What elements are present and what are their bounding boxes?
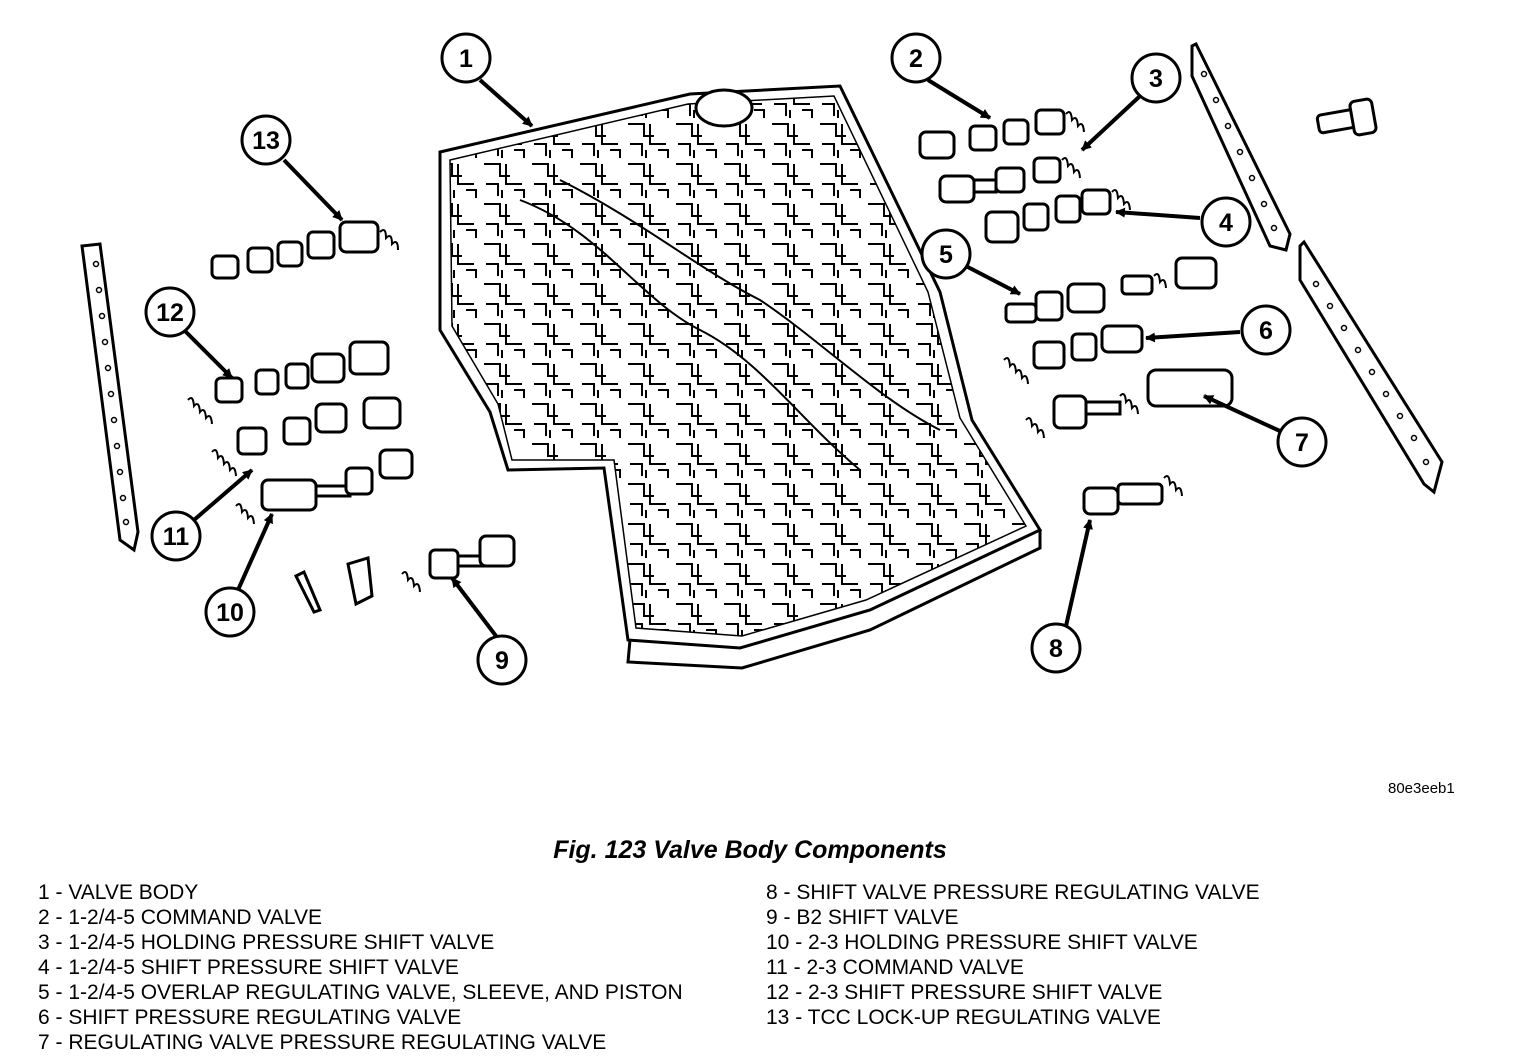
lower-right-separator-strip [1298,239,1444,495]
valve-7 [1025,368,1234,439]
svg-text:8: 8 [1049,635,1063,663]
svg-text:7: 7 [1295,429,1309,457]
legend-item: 8 - SHIFT VALVE PRESSURE REGULATING VALV… [766,881,1260,904]
legend-item: 2 - 1-2/4-5 COMMAND VALVE [38,906,322,929]
valve-2 [918,108,1085,160]
legend-item: 4 - 1-2/4-5 SHIFT PRESSURE SHIFT VALVE [38,956,459,979]
callout-9: 9 [476,634,528,686]
callout-7: 7 [1276,416,1328,468]
figure-caption: Fig. 123 Valve Body Components [553,836,947,864]
callout-10: 10 [204,586,256,638]
valve-10 [235,448,414,525]
svg-text:9: 9 [495,647,509,675]
svg-text:1: 1 [459,45,473,73]
legend-item: 11 - 2-3 COMMAND VALVE [766,956,1024,979]
valve-13 [210,220,399,280]
callout-5: 5 [920,228,972,280]
callout-6: 6 [1240,304,1292,356]
callout-11: 11 [150,510,202,562]
legend-item: 9 - B2 SHIFT VALVE [766,906,959,929]
svg-text:5: 5 [939,241,953,269]
svg-text:10: 10 [216,599,244,627]
legend-item: 1 - VALVE BODY [38,881,199,904]
valve-5-assembly [1004,256,1218,324]
svg-text:4: 4 [1219,209,1233,237]
left-separator-strip [80,242,140,553]
valve-9 [401,534,516,593]
legend-item: 10 - 2-3 HOLDING PRESSURE SHIFT VALVE [766,931,1198,954]
legend-left-column: 1 - VALVE BODY 2 - 1-2/4-5 COMMAND VALVE… [38,880,683,1055]
upper-right-separator-strip [1190,41,1292,252]
valve-body-exploded-diagram: 1 2 3 4 5 6 7 8 [80,32,1444,686]
callout-4: 4 [1200,196,1252,248]
image-code: 80e3eeb1 [1388,780,1455,797]
callout-1: 1 [440,32,492,84]
callout-3: 3 [1130,52,1182,104]
retaining-bolt [1315,97,1378,137]
legend-right-column: 8 - SHIFT VALVE PRESSURE REGULATING VALV… [766,880,1260,1030]
valve-3 [938,156,1081,204]
legend-item: 3 - 1-2/4-5 HOLDING PRESSURE SHIFT VALVE [38,931,495,954]
svg-text:2: 2 [909,45,923,73]
valve-12 [187,340,390,425]
svg-text:6: 6 [1259,317,1273,345]
valve-body [438,84,1043,670]
callout-8: 8 [1030,622,1082,674]
callout-2: 2 [890,32,942,84]
svg-text:12: 12 [156,299,184,327]
legend-item: 6 - SHIFT PRESSURE REGULATING VALVE [38,1006,462,1029]
valve-6 [1003,324,1144,385]
legend-item: 12 - 2-3 SHIFT PRESSURE SHIFT VALVE [766,981,1163,1004]
clip-pieces [293,556,374,614]
valve-11 [211,396,402,477]
legend-item: 7 - REGULATING VALVE PRESSURE REGULATING… [38,1031,607,1054]
callout-13: 13 [240,114,292,166]
callout-12: 12 [144,286,196,338]
svg-text:11: 11 [163,523,190,551]
valve-8 [1082,475,1183,516]
leader-lines [182,78,1283,638]
svg-text:13: 13 [252,127,280,155]
legend-item: 5 - 1-2/4-5 OVERLAP REGULATING VALVE, SL… [38,981,683,1004]
valve-4 [984,188,1131,244]
svg-text:3: 3 [1149,65,1163,93]
legend-item: 13 - TCC LOCK-UP REGULATING VALVE [766,1006,1161,1029]
